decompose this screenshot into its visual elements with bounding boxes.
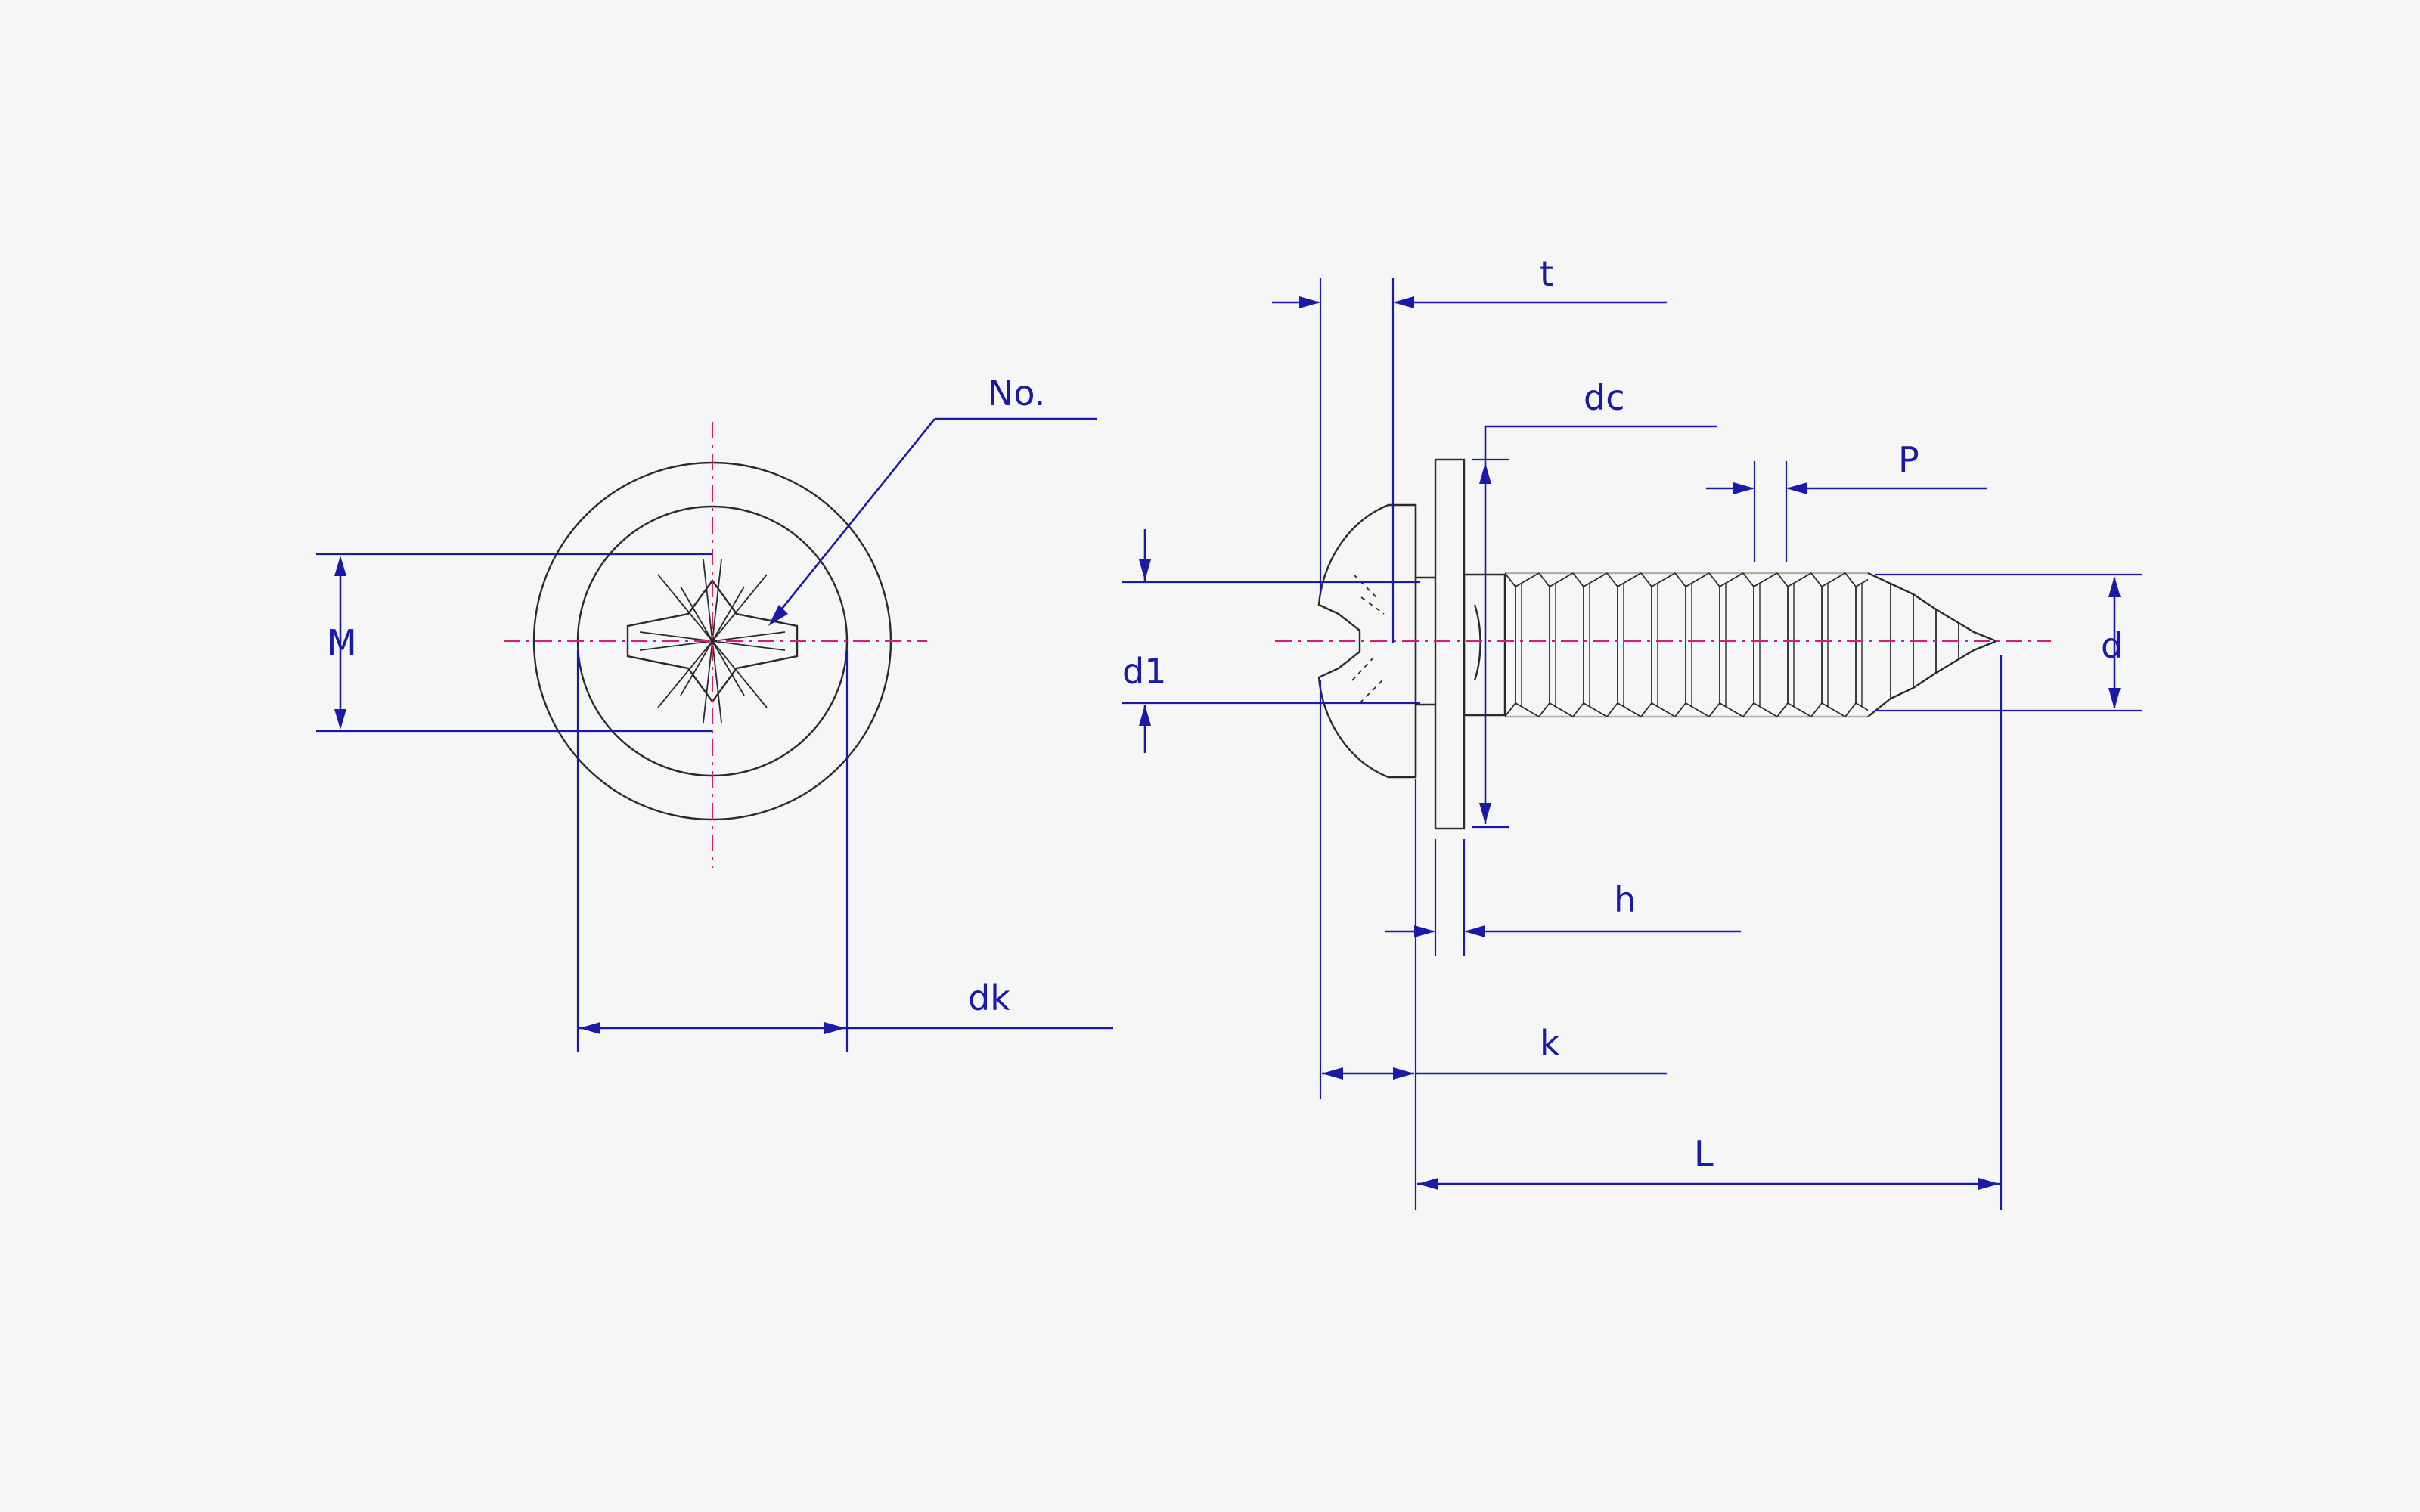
label-t: t	[1540, 253, 1553, 294]
dimension-k	[1319, 680, 1667, 1210]
dimension-dc	[1472, 425, 1717, 829]
label-d: d	[2101, 625, 2123, 666]
label-no: No.	[988, 373, 1045, 414]
side-view: t dc P d1	[1122, 253, 2142, 1210]
dimension-h	[1385, 839, 1741, 956]
dimension-d	[1876, 573, 2142, 712]
threaded-shank	[1505, 572, 1868, 720]
label-dk: dk	[968, 978, 1010, 1018]
dimension-d1	[1122, 529, 1420, 753]
label-h: h	[1614, 879, 1636, 920]
dimension-l	[1417, 655, 2003, 1210]
screw-tip	[1867, 572, 2000, 717]
label-k: k	[1540, 1023, 1560, 1064]
label-dc: dc	[1584, 377, 1625, 418]
label-d1: d1	[1122, 651, 1166, 692]
dimension-dk	[576, 650, 1113, 1052]
leader-no	[768, 417, 1097, 626]
pozidriv-recess-icon	[626, 559, 799, 723]
screw-head	[1317, 503, 1417, 779]
label-p: P	[1898, 439, 1919, 480]
front-view: M dk No.	[316, 373, 1113, 1052]
dimension-m	[316, 553, 712, 733]
label-l: L	[1694, 1133, 1714, 1174]
label-m: M	[327, 622, 357, 663]
dimension-p	[1706, 461, 1987, 562]
washer	[1434, 458, 1466, 830]
